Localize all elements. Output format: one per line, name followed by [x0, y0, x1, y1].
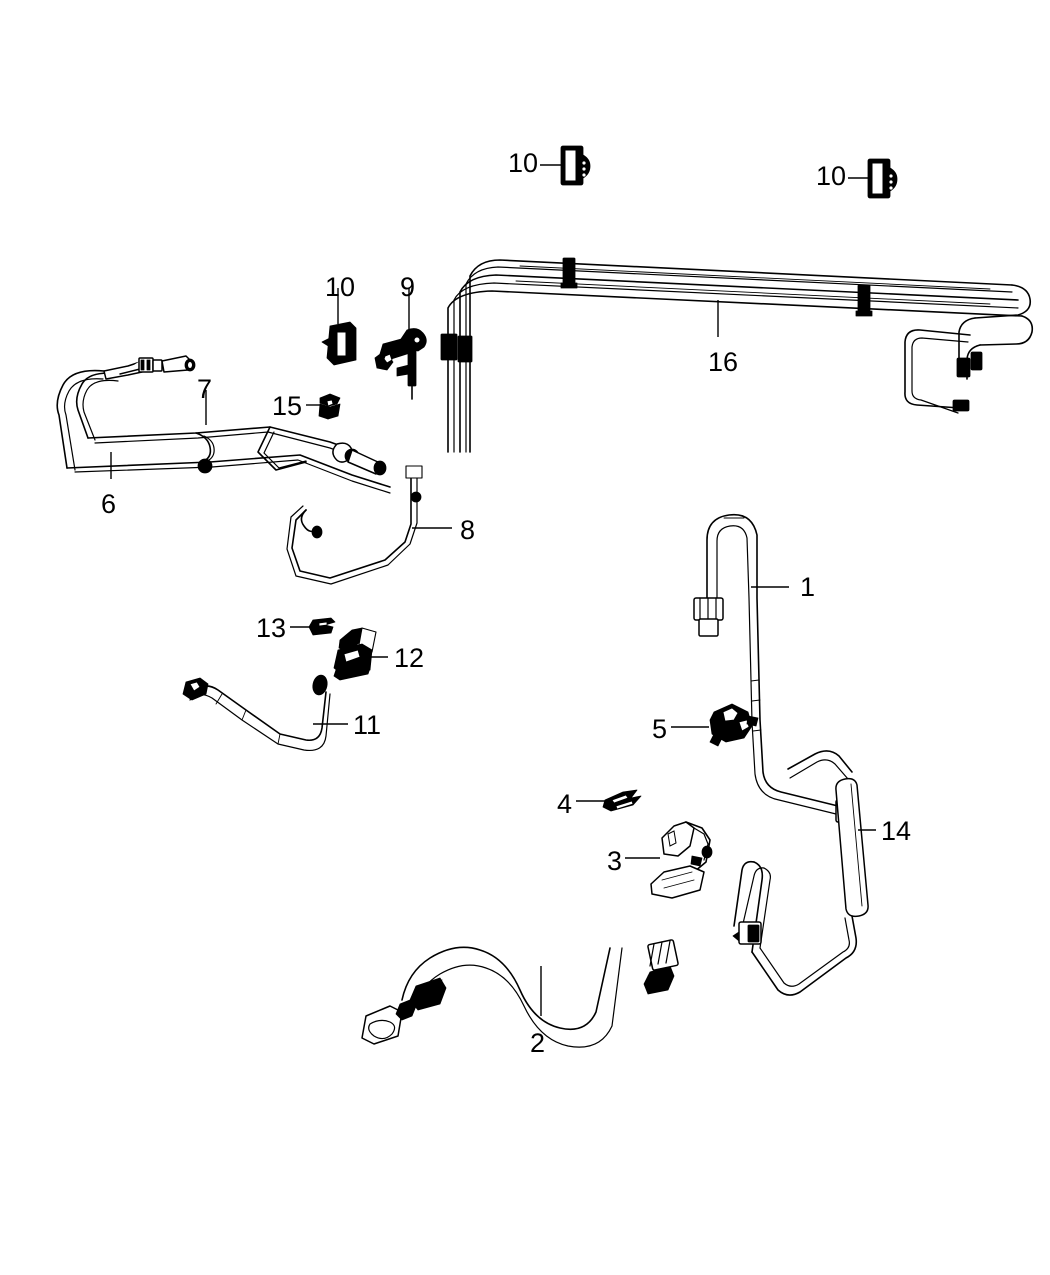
callout-label-2: 2 [530, 1028, 546, 1058]
part-10-clip-top-right [867, 158, 898, 199]
part-10-clip-top-left [560, 145, 591, 186]
bundle-clip-vert-a [440, 333, 458, 361]
callout-label-14: 14 [881, 816, 912, 846]
callout-label-4: 4 [557, 789, 573, 819]
hose-2-crimp [409, 977, 447, 1011]
callout-label-12: 12 [394, 643, 425, 673]
part-2-flexible-brake-hose [361, 939, 679, 1048]
part-13-retainer-clip-flat [308, 617, 336, 636]
callout-label-7: 7 [197, 374, 213, 404]
tube-end-fittings-left [103, 355, 196, 380]
part-12-bracket-clip [333, 627, 377, 681]
hose-1-end-fitting [693, 597, 724, 637]
bundle-clip-vert-b [457, 335, 473, 363]
bundle-clip-a [560, 257, 578, 289]
callout-label-9: 9 [400, 272, 416, 302]
callout-label-13: 13 [256, 613, 287, 643]
part-10-clip-middle [321, 321, 357, 366]
hose-11-fitting-left [182, 677, 209, 701]
callout-label-11: 11 [353, 710, 382, 740]
callout-label-8: 8 [460, 515, 476, 545]
leader-lines [110, 164, 876, 1016]
part-5-retainer-clip [709, 703, 759, 747]
hose-2-fitting-right [643, 939, 679, 995]
part-11-brake-hose-short [182, 674, 331, 752]
callout-label-6: 6 [101, 489, 117, 519]
part-3-mounting-bracket [650, 821, 713, 899]
part-8-brake-tube-loop [286, 465, 423, 585]
tube-connector-link [195, 432, 215, 474]
callout-label-5: 5 [652, 714, 668, 744]
callout-label-10c: 10 [325, 272, 356, 302]
callout-label-1: 1 [800, 572, 816, 602]
part-14-damper-tube [732, 750, 869, 996]
callout-label-3: 3 [607, 846, 623, 876]
part-4-retainer-clip-small [602, 789, 642, 812]
part-16-brake-line-bundle [440, 257, 1034, 453]
damper-clip-fitting [732, 921, 762, 945]
part-6-7-brake-tubes-left [56, 355, 391, 494]
callout-label-15: 15 [272, 391, 303, 421]
tube-zigzag-link [257, 426, 307, 471]
callout-label-16: 16 [708, 347, 739, 377]
part-15-retainer-clip [318, 393, 341, 420]
hose-2-fitting-left [361, 999, 417, 1045]
bundle-clip-b [855, 284, 873, 317]
part-9-junction-bracket [374, 328, 427, 400]
callout-label-10b: 10 [816, 161, 847, 191]
tube-junction-mid [332, 442, 387, 476]
part-1-brake-hose [693, 513, 854, 823]
callout-label-10a: 10 [508, 148, 539, 178]
